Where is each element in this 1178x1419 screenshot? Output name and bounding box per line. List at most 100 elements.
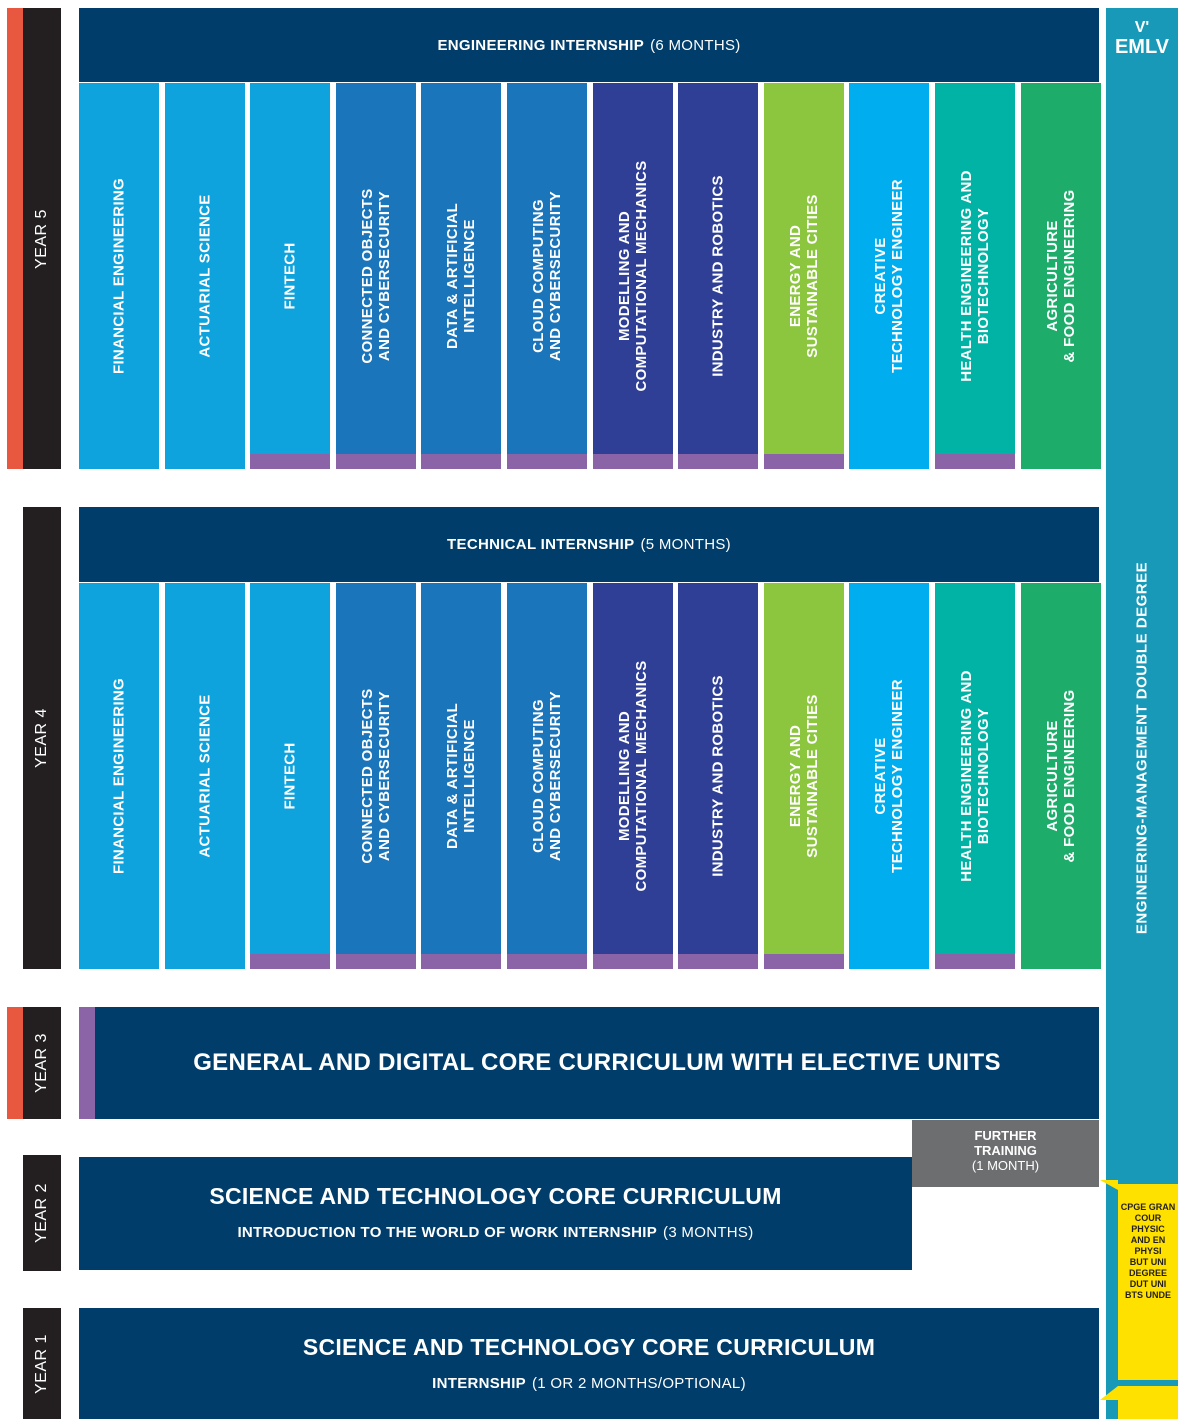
year4-track-2: FINTECH bbox=[250, 583, 331, 969]
year4-track-label: ACTUARIAL SCIENCE bbox=[196, 694, 214, 858]
year4-track-purple-strip bbox=[250, 954, 331, 969]
year2-core-block: SCIENCE AND TECHNOLOGY CORE CURRICULUM I… bbox=[79, 1157, 912, 1270]
year5-internship-duration: (6 MONTHS) bbox=[650, 36, 741, 54]
year5-track-9: CREATIVE TECHNOLOGY ENGINEER bbox=[849, 83, 930, 469]
year5-track-label: HEALTH ENGINEERING AND BIOTECHNOLOGY bbox=[958, 170, 992, 382]
year5-track-purple-strip bbox=[421, 454, 502, 469]
year4-internship-title: TECHNICAL INTERNSHIP bbox=[447, 536, 635, 553]
year4-track-label: FINANCIAL ENGINEERING bbox=[110, 677, 128, 875]
year2-internship-duration: (3 MONTHS) bbox=[663, 1224, 754, 1241]
admissions-note-line: AND EN bbox=[1130, 1235, 1166, 1245]
year4-track-purple-strip bbox=[507, 954, 587, 969]
admissions-note-line: CPGE GRAN bbox=[1120, 1202, 1176, 1212]
year4-track-8: ENERGY AND SUSTAINABLE CITIES bbox=[763, 583, 844, 969]
year5-track-label: FINTECH bbox=[281, 242, 299, 310]
year5-track-label: AGRICULTURE & FOOD ENGINEERING bbox=[1043, 189, 1078, 363]
year4-track-5: CLOUD COMPUTING AND CYBERSECURITY bbox=[507, 583, 587, 969]
year3-label: YEAR 3 bbox=[33, 1033, 50, 1093]
emlv-logo-text: EMLV bbox=[1114, 36, 1170, 58]
year4-track-purple-strip bbox=[678, 954, 759, 969]
year1-core-block: SCIENCE AND TECHNOLOGY CORE CURRICULUM I… bbox=[79, 1308, 1099, 1419]
year5-track-purple-strip bbox=[592, 454, 673, 469]
emlv-logo: V' EMLV bbox=[1106, 19, 1178, 59]
year4-track-6: MODELLING AND COMPUTATIONAL MECHANICS bbox=[592, 583, 673, 969]
year5-track-7: INDUSTRY AND ROBOTICS bbox=[678, 83, 759, 469]
year4-track-3: CONNECTED OBJECTS AND CYBERSECURITY bbox=[335, 583, 416, 969]
year4-label: YEAR 4 bbox=[33, 708, 50, 768]
admissions-note-line: DUT UNI bbox=[1129, 1279, 1167, 1289]
year4-track-label: MODELLING AND COMPUTATIONAL MECHANICS bbox=[615, 660, 650, 892]
year4-track-label: FINTECH bbox=[281, 742, 299, 810]
year5-track-label: CONNECTED OBJECTS AND CYBERSECURITY bbox=[358, 188, 393, 364]
year4-track-label: INDUSTRY AND ROBOTICS bbox=[709, 675, 727, 877]
year4-track-7: INDUSTRY AND ROBOTICS bbox=[678, 583, 759, 969]
double-degree-bar: V' EMLV ENGINEERING-MANAGEMENT DOUBLE DE… bbox=[1106, 8, 1178, 1419]
emlv-logo-mark: V' bbox=[1134, 19, 1150, 36]
year4-track-1: ACTUARIAL SCIENCE bbox=[164, 583, 245, 969]
admissions-note-line: COUR bbox=[1134, 1213, 1162, 1223]
year4-track-4: DATA & ARTIFICIAL INTELLIGENCE bbox=[421, 583, 502, 969]
year5-track-purple-strip bbox=[678, 454, 759, 469]
year4-track-label: DATA & ARTIFICIAL INTELLIGENCE bbox=[444, 703, 479, 849]
admissions-note-line: BTS UNDE bbox=[1124, 1290, 1171, 1300]
year5-track-label: FINANCIAL ENGINEERING bbox=[110, 177, 128, 375]
year5-track-2: FINTECH bbox=[250, 83, 331, 469]
admissions-note-line: BUT UNI bbox=[1129, 1257, 1167, 1267]
year4-internship-duration: (5 MONTHS) bbox=[640, 536, 731, 553]
year5-track-1: ACTUARIAL SCIENCE bbox=[164, 83, 245, 469]
year5-track-6: MODELLING AND COMPUTATIONAL MECHANICS bbox=[592, 83, 673, 469]
year3-core-block: GENERAL AND DIGITAL CORE CURRICULUM WITH… bbox=[95, 1007, 1099, 1119]
year5-track-purple-strip bbox=[763, 454, 844, 469]
year2-label: YEAR 2 bbox=[33, 1183, 50, 1243]
year4-track-label: ENERGY AND SUSTAINABLE CITIES bbox=[786, 694, 821, 858]
year4-track-purple-strip bbox=[935, 954, 1015, 969]
year4-track-11: AGRICULTURE & FOOD ENGINEERING bbox=[1020, 583, 1101, 969]
year5-track-4: DATA & ARTIFICIAL INTELLIGENCE bbox=[421, 83, 502, 469]
year5-accent-bar bbox=[7, 8, 23, 469]
year4-internship-header: TECHNICAL INTERNSHIP (5 MONTHS) bbox=[79, 507, 1099, 582]
year5-track-11: AGRICULTURE & FOOD ENGINEERING bbox=[1020, 83, 1101, 469]
year2-internship-title: INTRODUCTION TO THE WORLD OF WORK INTERN… bbox=[237, 1224, 658, 1241]
year4-track-label: HEALTH ENGINEERING AND BIOTECHNOLOGY bbox=[958, 670, 992, 882]
year5-track-purple-strip bbox=[507, 454, 587, 469]
year5-track-3: CONNECTED OBJECTS AND CYBERSECURITY bbox=[335, 83, 416, 469]
admissions-note-bottom-fold bbox=[1100, 1386, 1118, 1400]
admissions-note-fold bbox=[1100, 1180, 1118, 1190]
admissions-note-line: PHYSI bbox=[1134, 1246, 1162, 1256]
year5-track-label: DATA & ARTIFICIAL INTELLIGENCE bbox=[444, 203, 479, 349]
year4-track-9: CREATIVE TECHNOLOGY ENGINEER bbox=[849, 583, 930, 969]
year2-subtitle: INTRODUCTION TO THE WORLD OF WORK INTERN… bbox=[79, 1224, 912, 1241]
year5-track-8: ENERGY AND SUSTAINABLE CITIES bbox=[763, 83, 844, 469]
admissions-note-line: PHYSIC bbox=[1131, 1224, 1165, 1234]
year5-track-label: INDUSTRY AND ROBOTICS bbox=[709, 175, 727, 377]
year5-track-purple-strip bbox=[250, 454, 331, 469]
further-training-duration: (1 MONTH) bbox=[971, 1158, 1040, 1173]
further-training-line1: FURTHER bbox=[974, 1128, 1037, 1143]
year1-internship-title: INTERNSHIP bbox=[432, 1375, 526, 1392]
year4-track-0: FINANCIAL ENGINEERING bbox=[79, 583, 159, 969]
double-degree-label: ENGINEERING-MANAGEMENT DOUBLE DEGREE bbox=[1133, 561, 1151, 935]
year1-internship-duration: (1 OR 2 MONTHS/OPTIONAL) bbox=[531, 1375, 746, 1392]
further-training-box: FURTHER TRAINING (1 MONTH) bbox=[912, 1120, 1099, 1187]
year1-label-bar: YEAR 1 bbox=[23, 1308, 61, 1419]
year3-purple-marker bbox=[79, 1007, 95, 1119]
year4-track-purple-strip bbox=[592, 954, 673, 969]
year5-track-purple-strip bbox=[335, 454, 416, 469]
year3-accent-bar bbox=[7, 1007, 23, 1119]
year3-label-bar: YEAR 3 bbox=[23, 1007, 61, 1119]
year4-track-purple-strip bbox=[421, 954, 502, 969]
further-training-line2: TRAINING bbox=[974, 1143, 1037, 1158]
year5-internship-header: ENGINEERING INTERNSHIP (6 MONTHS) bbox=[79, 8, 1099, 82]
year4-track-label: CLOUD COMPUTING AND CYBERSECURITY bbox=[530, 690, 564, 862]
year4-track-label: CONNECTED OBJECTS AND CYBERSECURITY bbox=[358, 688, 393, 864]
admissions-note-bottom bbox=[1118, 1386, 1178, 1419]
year2-label-bar: YEAR 2 bbox=[23, 1155, 61, 1271]
year4-track-label: CREATIVE TECHNOLOGY ENGINEER bbox=[872, 679, 907, 873]
year5-track-label: MODELLING AND COMPUTATIONAL MECHANICS bbox=[615, 160, 650, 392]
year4-track-purple-strip bbox=[335, 954, 416, 969]
year5-label-bar: YEAR 5 bbox=[23, 8, 61, 469]
double-degree-label-wrap: ENGINEERING-MANAGEMENT DOUBLE DEGREE bbox=[1106, 488, 1178, 1008]
year5-track-label: CLOUD COMPUTING AND CYBERSECURITY bbox=[530, 190, 564, 362]
